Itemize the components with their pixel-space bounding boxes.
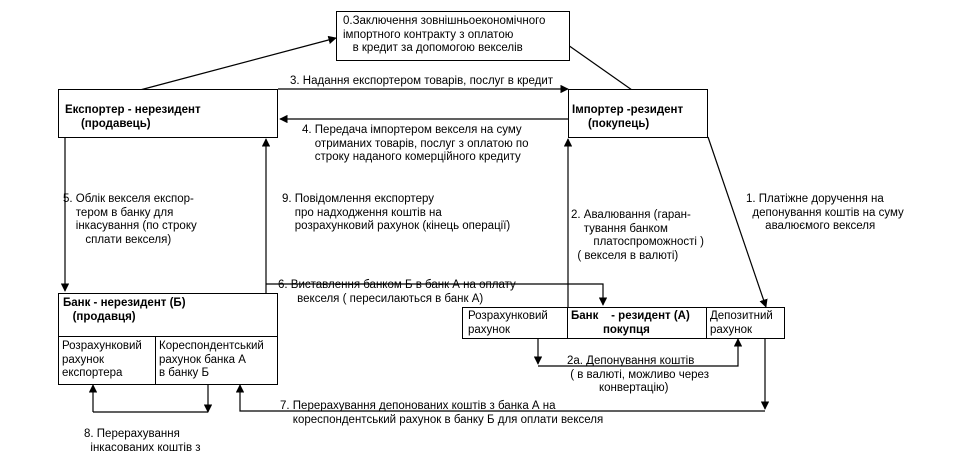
- arrow-1: [707, 136, 768, 308]
- label-7: 7. Перерахування депонованих коштів з ба…: [280, 400, 604, 426]
- label-8: 8. Перерахування інкасованих коштів з: [84, 428, 201, 454]
- contract-text: 0.Заключення зовнішньоекономічного імпор…: [343, 15, 546, 54]
- importer-text: Імпортер -резидент (покупець): [572, 104, 684, 130]
- label-9: 9. Повідомлення експортеру про надходжен…: [282, 193, 511, 232]
- bank-b-title: Банк - нерезидент (Б) (продавця): [63, 297, 186, 323]
- bank-a-box: Розрахунковий рахунок Банк - резидент (А…: [462, 307, 785, 339]
- bank-b-corr: Кореспондентський рахунок банка А в банк…: [159, 340, 264, 379]
- arrow-exporter-contract: [139, 35, 337, 91]
- label-2a: 2а. Депонування коштів ( в валюті, можли…: [567, 355, 709, 394]
- label-2: 2. Авалювання (гаран- тування банком пла…: [571, 209, 704, 262]
- bank-a-split-2: [706, 308, 707, 338]
- exporter-box: Експортер - нерезидент (продавець): [58, 89, 278, 138]
- arrow-2a: [538, 338, 743, 367]
- label-4: 4. Передача імпортером векселя на суму о…: [302, 124, 529, 163]
- label-6: 6. Виставлення банком Б в банк А на опла…: [278, 279, 516, 305]
- bank-b-divider: [59, 336, 277, 337]
- contract-box: 0.Заключення зовнішньоекономічного імпор…: [336, 11, 570, 61]
- arrow-7: [235, 384, 765, 412]
- bank-a-deposit: Депозитний рахунок: [710, 310, 773, 336]
- label-3: 3. Надання експортером товарів, послуг в…: [290, 75, 554, 87]
- arrow-6: [266, 283, 608, 306]
- importer-box: Імпортер -резидент (покупець): [568, 89, 708, 138]
- bank-b-box: Банк - нерезидент (Б) (продавця) Розраху…: [58, 293, 278, 385]
- bank-a-account: Розрахунковий рахунок: [468, 310, 548, 336]
- arrow-importer-contract: [557, 37, 633, 91]
- bank-b-split: [155, 336, 156, 384]
- exporter-text: Експортер - нерезидент (продавець): [65, 104, 201, 130]
- label-5: 5. Облік векселя експор- тером в банку д…: [63, 193, 197, 246]
- bank-b-account: Розрахунковий рахунок експортера: [62, 340, 142, 379]
- label-1: 1. Платіжне доручення на депонування кош…: [746, 193, 904, 232]
- bank-a-title: Банк - резидент (А) покупця: [571, 310, 690, 336]
- bank-a-split-1: [567, 308, 568, 338]
